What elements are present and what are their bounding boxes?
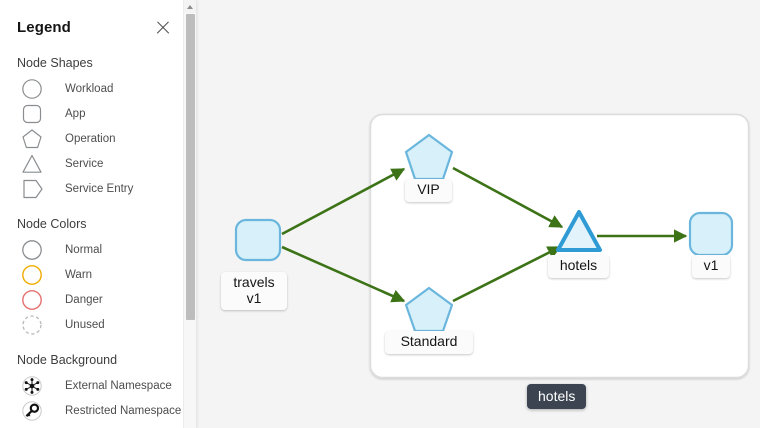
edge-standard-hotels[interactable] <box>452 245 562 303</box>
legend-scrollbar-thumb[interactable] <box>185 14 195 320</box>
legend-item-external-namespace[interactable]: External Namespace <box>0 373 188 398</box>
node-label-vip[interactable]: VIP <box>405 179 452 202</box>
legend-item-label: Normal <box>65 243 103 256</box>
legend-item-restricted-namespace[interactable]: Restricted Namespace <box>0 398 188 423</box>
legend-section-title-node-background: Node Background <box>17 353 118 367</box>
edge-travelsv1-standard[interactable] <box>281 245 406 303</box>
close-icon[interactable] <box>154 19 172 37</box>
circle-danger-icon <box>17 289 55 311</box>
node-label-v1[interactable]: v1 <box>692 255 730 278</box>
legend-item-danger[interactable]: Danger <box>0 287 188 312</box>
legend-item-label: App <box>65 107 86 120</box>
key-namespace-icon <box>17 400 55 422</box>
legend-item-label: Operation <box>65 132 116 145</box>
legend-item-label: Service Entry <box>65 182 134 195</box>
scroll-up-arrow-icon[interactable] <box>184 0 196 13</box>
node-hotels[interactable] <box>556 210 602 252</box>
edge-vip-hotels[interactable] <box>452 166 564 229</box>
legend-section-title-node-colors: Node Colors <box>17 217 87 231</box>
legend-item-label: Workload <box>65 82 114 95</box>
legend-panel: Legend Node Shapes Workload App <box>0 0 196 428</box>
legend-scrollbar[interactable] <box>183 0 196 428</box>
circle-warn-icon <box>17 264 55 286</box>
node-label-hotels[interactable]: hotels <box>548 255 609 278</box>
legend-item-label: Service <box>65 157 104 170</box>
legend-item-service[interactable]: Service <box>0 151 188 176</box>
legend-item-workload[interactable]: Workload <box>0 76 188 101</box>
legend-item-label: External Namespace <box>65 379 172 392</box>
legend-scroll-viewport: Legend Node Shapes Workload App <box>0 0 188 428</box>
legend-item-label: Unused <box>65 318 105 331</box>
service-entry-shape-icon <box>17 178 55 200</box>
legend-header: Legend <box>0 0 188 40</box>
legend-item-service-entry[interactable]: Service Entry <box>0 176 188 201</box>
circle-shape-icon <box>17 78 55 100</box>
node-v1[interactable] <box>688 211 734 257</box>
circle-normal-icon <box>17 239 55 261</box>
legend-item-app[interactable]: App <box>0 101 188 126</box>
legend-item-label: Warn <box>65 268 93 281</box>
legend-item-warn[interactable]: Warn <box>0 262 188 287</box>
graph-tooltip: hotels <box>527 384 587 409</box>
rounded-square-shape-icon <box>17 103 55 125</box>
circle-unused-icon <box>17 314 55 336</box>
legend-item-operation[interactable]: Operation <box>0 126 188 151</box>
legend-item-unused[interactable]: Unused <box>0 312 188 337</box>
legend-item-label: Danger <box>65 293 103 306</box>
globe-namespace-icon <box>17 375 55 397</box>
legend-title: Legend <box>17 19 71 36</box>
pentagon-shape-icon <box>17 128 55 150</box>
edge-travelsv1-vip[interactable] <box>281 167 406 236</box>
legend-item-normal[interactable]: Normal <box>0 237 188 262</box>
graph-nodes <box>234 133 734 333</box>
triangle-shape-icon <box>17 153 55 175</box>
node-travels-v1[interactable] <box>234 218 282 262</box>
node-label-travels-v1[interactable]: travels v1 <box>221 272 287 311</box>
legend-item-label: Restricted Namespace <box>65 404 182 417</box>
node-label-standard[interactable]: Standard <box>385 331 473 354</box>
graph-edges <box>281 166 688 303</box>
legend-section-title-node-shapes: Node Shapes <box>17 56 93 70</box>
